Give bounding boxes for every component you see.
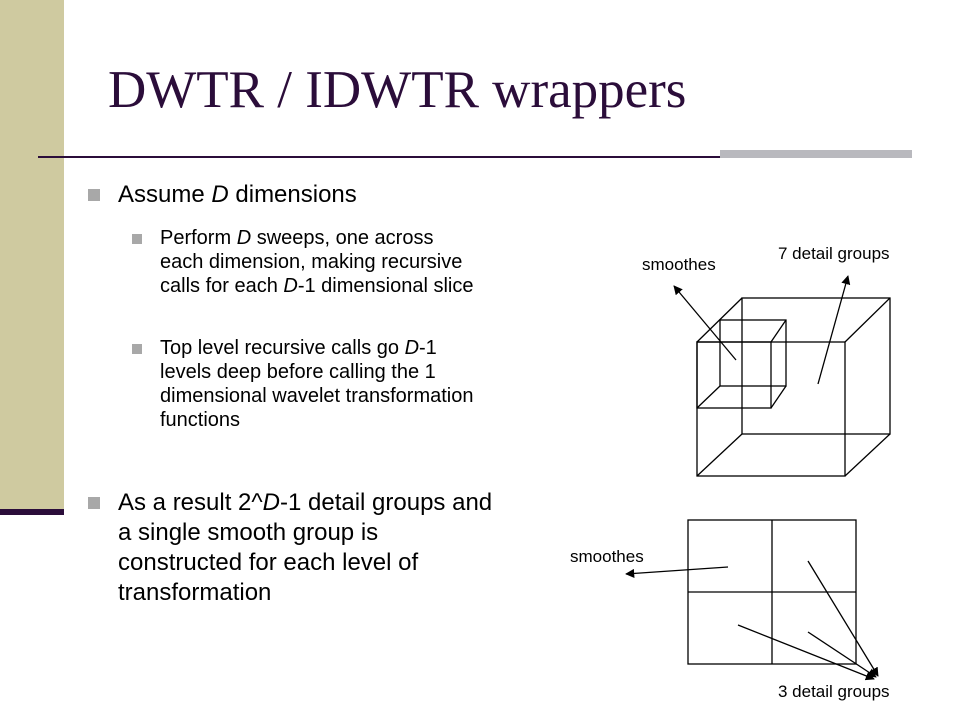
sidebar-accent-bar bbox=[0, 509, 64, 515]
grid-detail-arrow bbox=[807, 631, 877, 678]
sidebar-band bbox=[0, 0, 64, 514]
grid-detail-arrow bbox=[737, 624, 875, 681]
cube-detail-groups-label: 7 detail groups bbox=[778, 244, 890, 263]
outer-cube-edge bbox=[844, 433, 891, 477]
grid-smoothes-label: smoothes bbox=[570, 547, 644, 566]
smoothes-arrow bbox=[673, 285, 737, 361]
bullet-marker bbox=[132, 234, 142, 244]
outer-cube-back-face bbox=[741, 297, 891, 435]
title-underline bbox=[38, 156, 910, 158]
sub-bullet-sweeps: Perform D sweeps, one across each dimens… bbox=[132, 226, 622, 298]
slide-title: DWTR / IDWTR wrappers bbox=[108, 61, 687, 119]
grid-diagram bbox=[625, 519, 879, 681]
bullet-marker bbox=[88, 189, 100, 201]
inner-cube-edge bbox=[696, 385, 721, 409]
cube-smoothes-label: smoothes bbox=[642, 255, 716, 274]
sub-bullet-recursive-calls: Top level recursive calls go D-1 levels … bbox=[132, 336, 622, 432]
cube-diagram bbox=[673, 275, 891, 477]
bullet-detail-groups: As a result 2^D-1 detail groups and a si… bbox=[88, 488, 628, 608]
grid-detail-groups-label: 3 detail groups bbox=[778, 682, 890, 701]
bullet-marker bbox=[88, 497, 100, 509]
detail-groups-arrow bbox=[817, 275, 851, 385]
inner-cube-back-face bbox=[719, 319, 787, 387]
bullet-assume-dimensions: Assume D dimensions bbox=[88, 180, 628, 210]
inner-cube-edge bbox=[770, 385, 787, 409]
title-underline-accent bbox=[720, 150, 912, 158]
inner-cube-front-face bbox=[696, 341, 772, 409]
inner-cube-edge bbox=[770, 319, 787, 343]
outer-cube-edge bbox=[696, 433, 743, 477]
outer-cube-edge bbox=[844, 297, 891, 343]
grid-smoothes-arrow bbox=[625, 566, 729, 578]
bullet-marker bbox=[132, 344, 142, 354]
grid-detail-arrow bbox=[807, 560, 879, 677]
